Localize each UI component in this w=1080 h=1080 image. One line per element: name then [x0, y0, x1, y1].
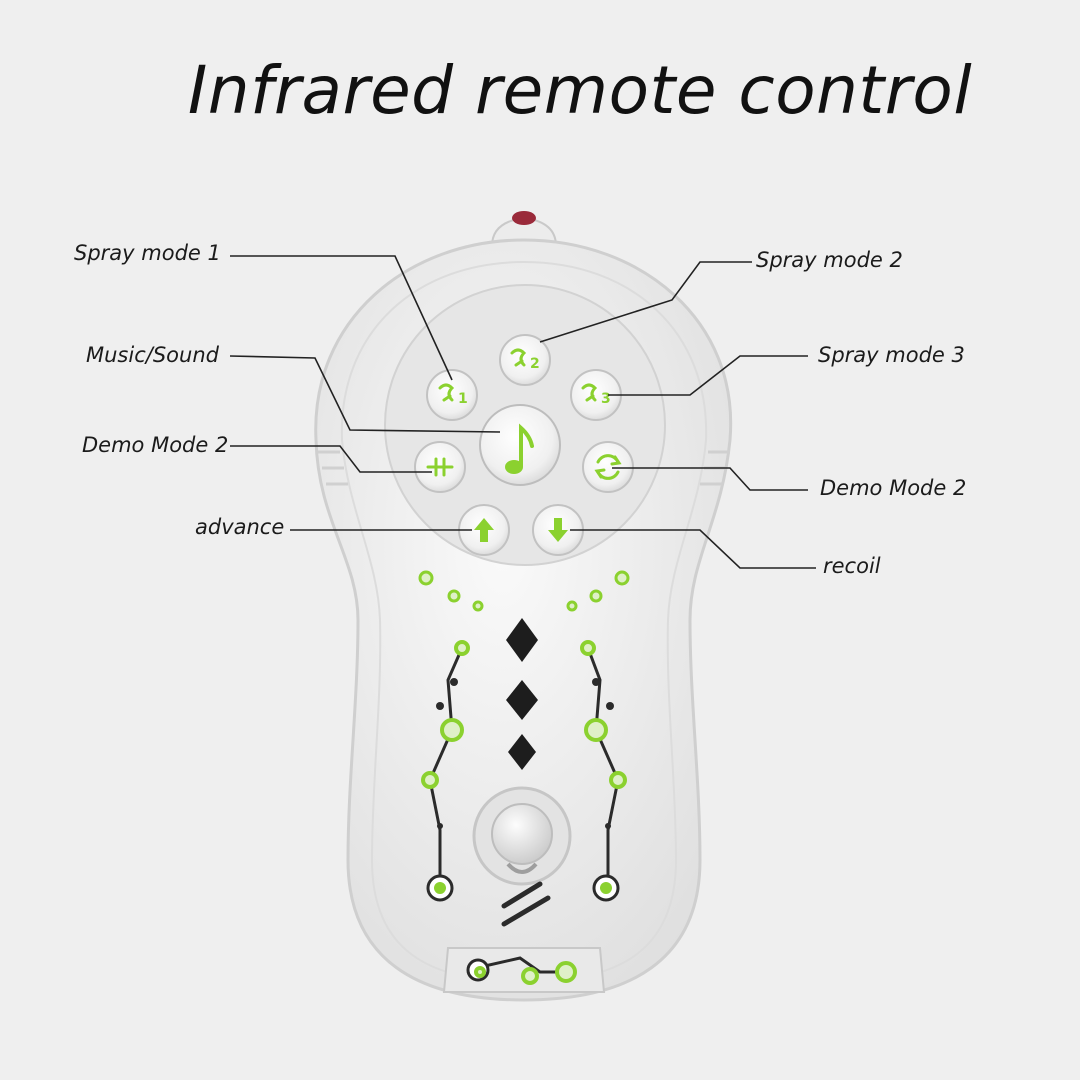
cycle-icon [594, 454, 622, 480]
label-spray-mode-3: Spray mode 3 [818, 343, 965, 367]
spray3-glyph: 3 [601, 391, 611, 407]
music-note-icon [505, 423, 534, 474]
label-recoil: recoil [823, 554, 881, 578]
arrow-up-icon [474, 518, 494, 542]
diamond-markers [506, 618, 538, 770]
indicator-dots [418, 570, 630, 612]
page-title: Infrared remote control [187, 52, 973, 129]
spray-mode-2-button[interactable]: 2 [499, 334, 551, 386]
bottom-plate [442, 947, 606, 993]
spray1-glyph: 1 [458, 391, 468, 407]
arrow-down-icon [548, 518, 568, 542]
demo-mode-2-right-button[interactable] [582, 441, 634, 493]
joystick[interactable] [472, 786, 572, 886]
circuit-right [580, 640, 627, 902]
music-sound-button[interactable] [479, 404, 561, 486]
spray-mode-1-button[interactable]: 1 [426, 369, 478, 421]
label-advance: advance [195, 515, 285, 539]
spray2-glyph: 2 [530, 356, 540, 372]
demo-mode-2-left-button[interactable] [414, 441, 466, 493]
label-demo-mode-2-right: Demo Mode 2 [820, 476, 967, 500]
slash-marks [501, 881, 551, 927]
label-demo-mode-2-left: Demo Mode 2 [82, 433, 229, 457]
advance-button[interactable] [458, 504, 510, 556]
spray-mode-3-button[interactable]: 3 [570, 369, 622, 421]
label-spray-mode-2: Spray mode 2 [756, 248, 903, 272]
circuit-left [421, 640, 470, 902]
label-spray-mode-1: Spray mode 1 [74, 241, 221, 265]
leader-lines [229, 255, 816, 569]
label-music-sound: Music/Sound [86, 343, 219, 367]
